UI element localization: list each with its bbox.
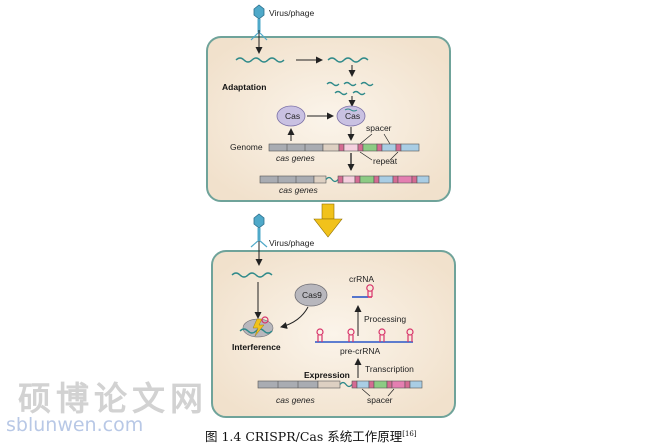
cell-bottom xyxy=(211,250,456,418)
genome-array-bottom xyxy=(257,380,423,389)
cas-right-label: Cas xyxy=(345,111,360,121)
phage-icon-top xyxy=(250,4,268,41)
genome-label: Genome xyxy=(230,142,263,152)
cas-genes-label-bottom: cas genes xyxy=(276,395,315,405)
repeat-pointer-lines xyxy=(359,151,399,161)
cas-genes-label-top: cas genes xyxy=(276,153,315,163)
viral-dna-wave-2 xyxy=(327,57,369,63)
interference-complex-icon xyxy=(239,316,274,338)
processing-label: Processing xyxy=(364,314,406,324)
pre-crrna-label: pre-crRNA xyxy=(340,346,380,356)
arrow-cas9-to-complex xyxy=(280,306,309,329)
cas-genes-label-expanded: cas genes xyxy=(279,185,318,195)
cas9-protein xyxy=(294,283,328,307)
spacer-pointer-bottom xyxy=(361,388,395,397)
transcription-label: Transcription xyxy=(365,364,414,374)
viral-dna-wave-bottom xyxy=(231,272,273,278)
spacer-label-bottom: spacer xyxy=(367,395,393,405)
repeat-label: repeat xyxy=(373,156,398,166)
genome-array-expanded xyxy=(259,175,430,184)
genome-array-top xyxy=(268,143,420,152)
adaptation-label: Adaptation xyxy=(222,82,266,92)
spacer-pointer-lines xyxy=(359,133,391,145)
expression-label: Expression xyxy=(304,370,350,380)
dna-fragments xyxy=(326,81,374,96)
spacer-label-top: spacer xyxy=(366,123,392,133)
crrna-label: crRNA xyxy=(349,274,374,284)
cas9-label: Cas9 xyxy=(302,290,322,300)
virus-label-top: Virus/phage xyxy=(269,8,314,18)
pre-crrna-strand xyxy=(315,328,414,343)
phage-icon-bottom xyxy=(250,213,268,248)
viral-dna-wave xyxy=(235,57,285,63)
interference-label: Interference xyxy=(232,342,281,352)
crrna-hairpin xyxy=(352,284,374,298)
cas-left-label: Cas xyxy=(285,111,300,121)
cas-protein-left xyxy=(276,105,306,127)
virus-label-bottom: Virus/phage xyxy=(269,238,314,248)
caption-reference: [16] xyxy=(402,429,417,438)
caption-text: 图 1.4 CRISPR/Cas 系统工作原理 xyxy=(205,429,403,444)
watermark-url: sblunwen.com xyxy=(6,414,144,436)
transition-arrow-icon xyxy=(313,203,343,238)
watermark-chinese: 硕博论文网 xyxy=(18,379,208,418)
figure-caption: 图 1.4 CRISPR/Cas 系统工作原理[16] xyxy=(205,426,417,445)
cas-protein-right xyxy=(336,105,366,127)
